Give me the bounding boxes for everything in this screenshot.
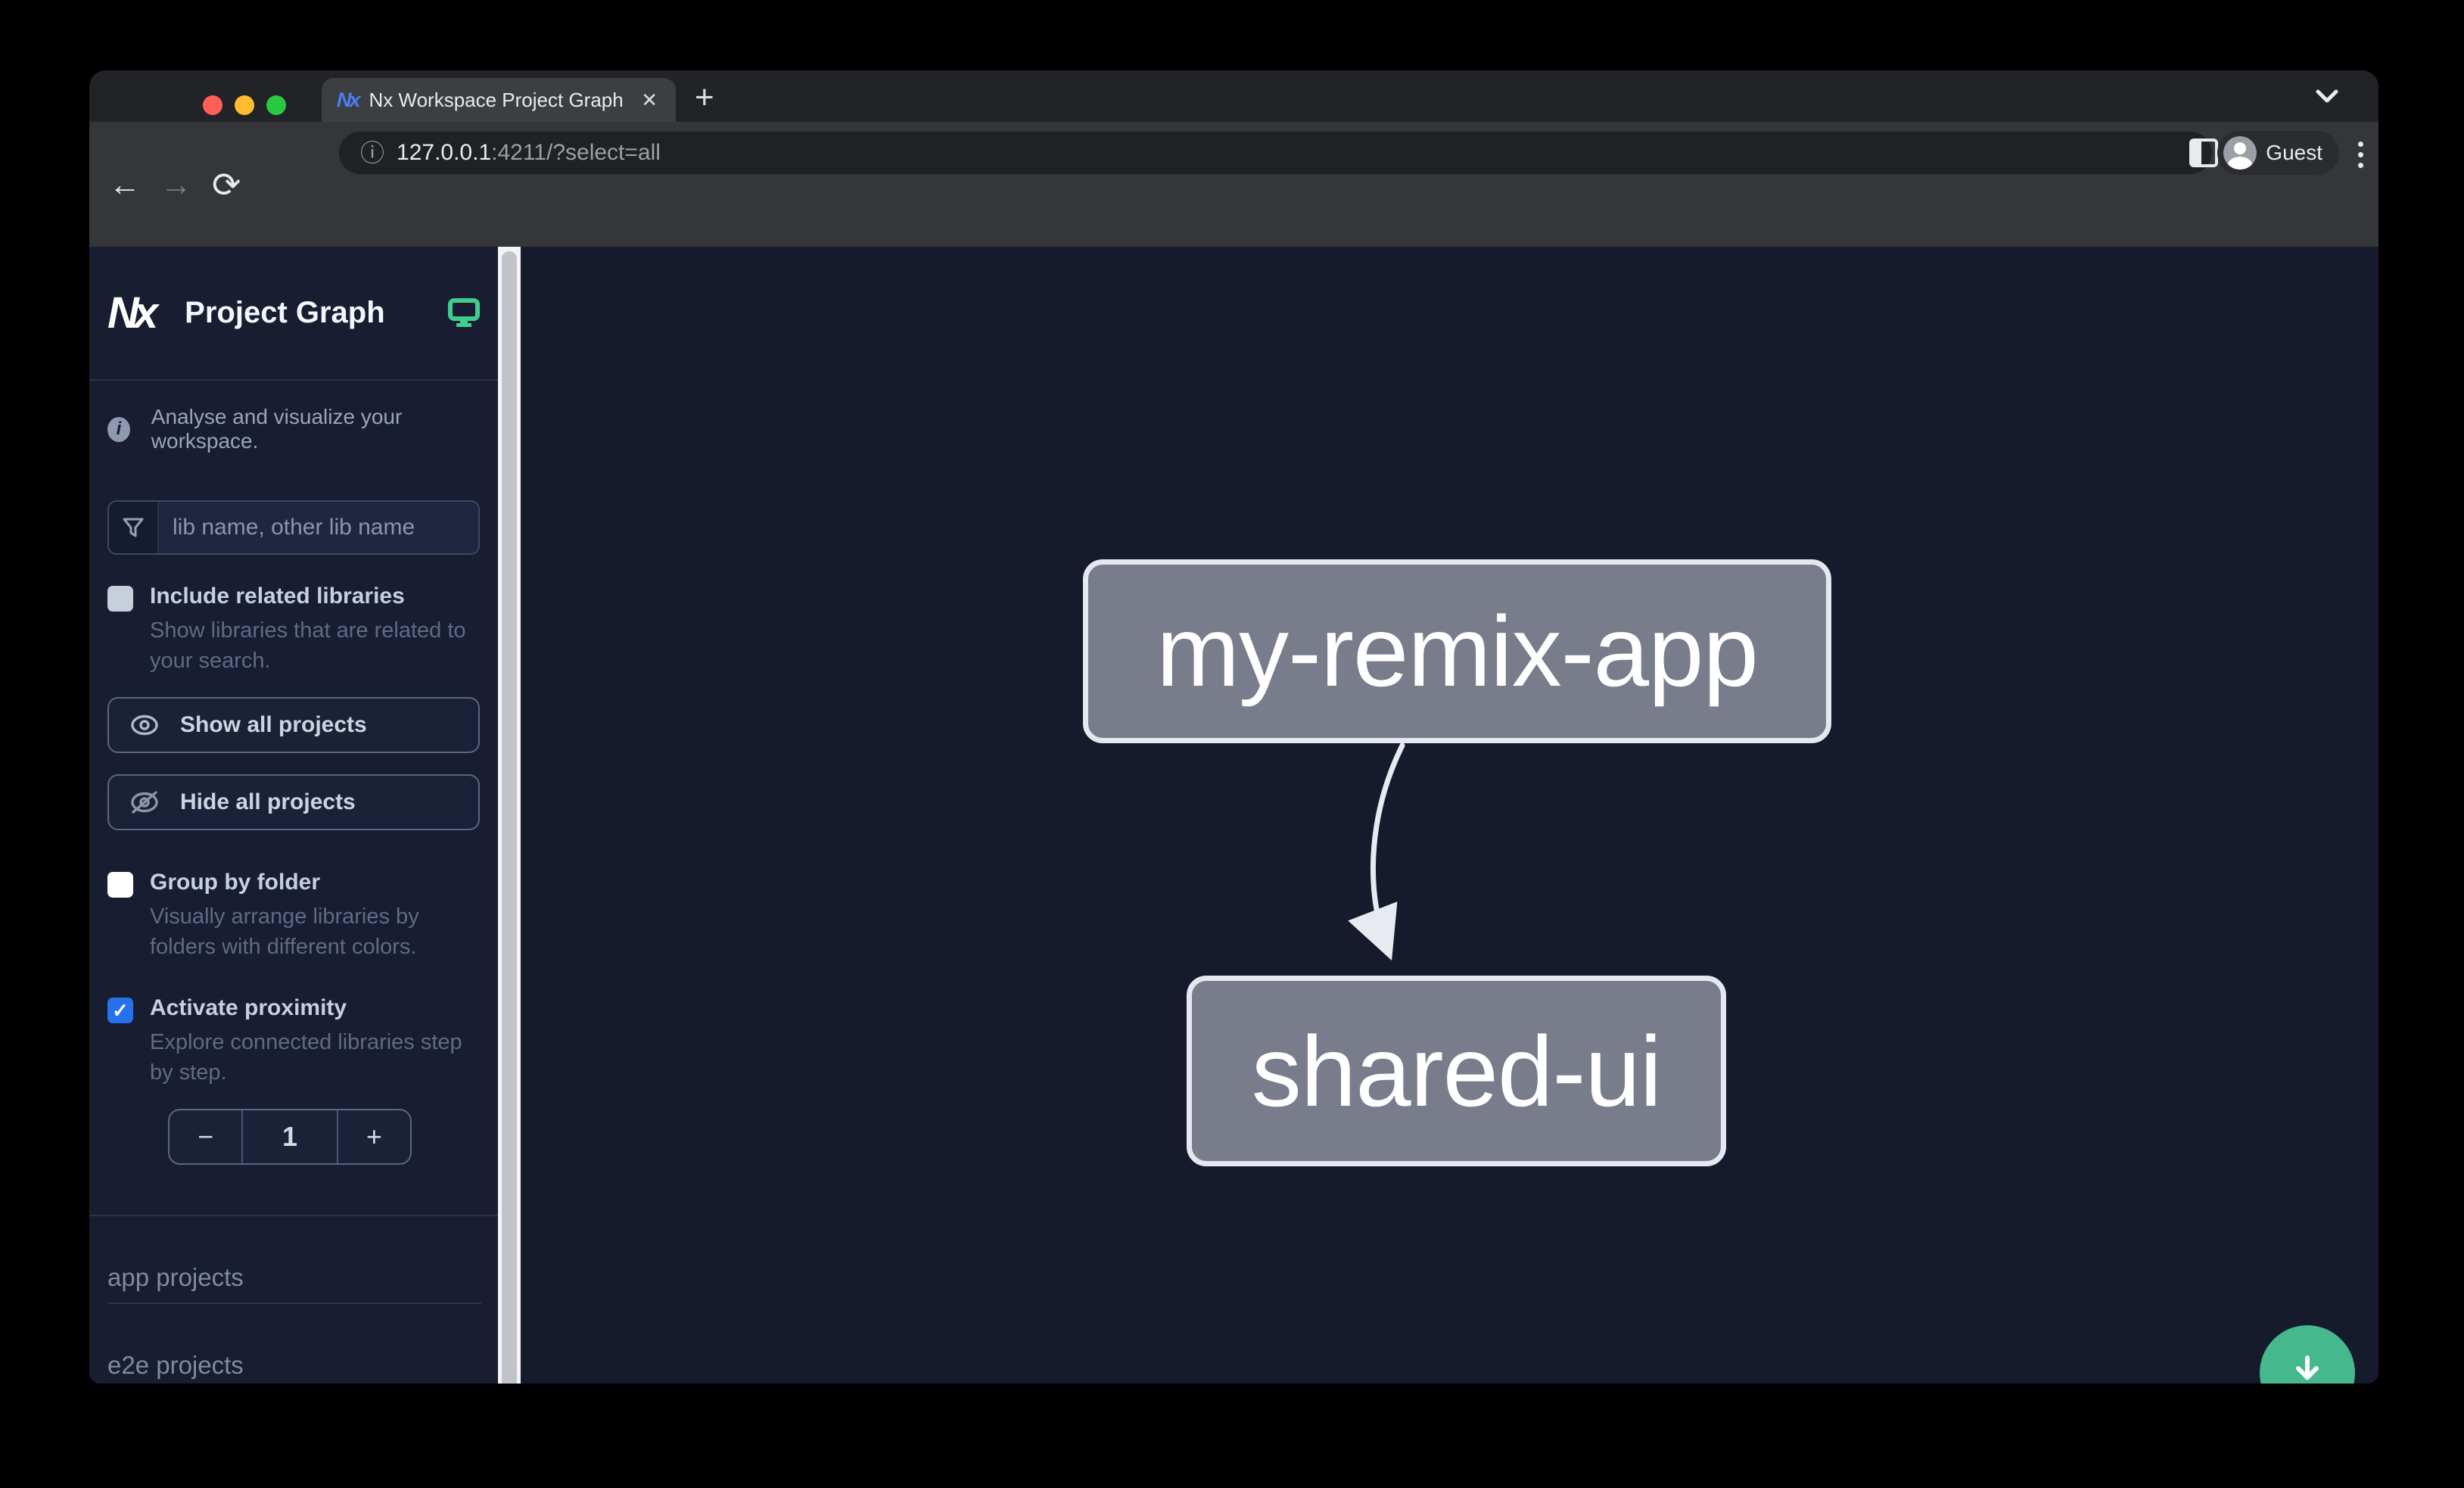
profile-button[interactable]: Guest <box>2217 131 2339 175</box>
section-e2e-projects-label: e2e projects <box>107 1351 244 1379</box>
close-window-button[interactable] <box>203 95 222 115</box>
graph-node-shared-ui[interactable]: shared-ui <box>1187 976 1726 1166</box>
browser-toolbar: ← → ⟳ ⓘ 127.0.0.1:4211/?select=all Guest <box>89 122 2378 247</box>
tagline-row: i Analyse and visualize your workspace. <box>89 381 498 453</box>
window-controls <box>203 95 286 115</box>
graph-node-my-remix-app[interactable]: my-remix-app <box>1083 559 1831 743</box>
download-icon <box>2296 1356 2319 1380</box>
url-host: 127.0.0.1 <box>397 140 492 165</box>
sidebar-divider <box>89 1215 498 1216</box>
stepper-increment-button[interactable]: + <box>366 1121 382 1152</box>
forward-icon[interactable]: → <box>160 166 192 202</box>
site-info-icon[interactable]: ⓘ <box>360 139 385 167</box>
show-all-projects-button[interactable]: Show all projects <box>107 697 480 753</box>
search-input[interactable] <box>159 502 478 553</box>
include-related-checkbox[interactable] <box>107 586 133 612</box>
include-related-row: Include related libraries Show libraries… <box>89 584 498 676</box>
close-tab-icon[interactable]: ✕ <box>641 88 658 111</box>
node-label: my-remix-app <box>1156 596 1759 707</box>
edge-my-remix-app-to-shared-ui <box>1348 742 1405 961</box>
group-by-folder-label: Group by folder <box>150 870 320 895</box>
eye-off-icon <box>131 791 158 814</box>
group-by-folder-description: Visually arrange libraries by folders wi… <box>150 904 419 959</box>
url-text[interactable]: 127.0.0.1:4211/?select=all <box>397 140 661 166</box>
activate-proximity-row: ✓ Activate proximity Explore connected l… <box>89 995 498 1088</box>
sidebar-header: Nx Project Graph <box>89 247 498 381</box>
graph-canvas[interactable]: my-remix-app shared-ui <box>521 247 2378 1384</box>
section-app-projects-label: app projects <box>107 1263 244 1291</box>
nx-logo: Nx <box>107 288 158 338</box>
search-box <box>107 500 480 555</box>
tab-strip: Nx Nx Workspace Project Graph ✕ + <box>89 70 2378 122</box>
stepper-value: 1 <box>241 1110 338 1163</box>
include-related-label: Include related libraries <box>150 584 405 609</box>
avatar-icon <box>2223 136 2257 170</box>
section-app-projects[interactable]: app projects <box>107 1216 481 1304</box>
nx-graph-page: Nx Project Graph i Analyse and visualize… <box>89 247 2378 1384</box>
filter-icon <box>109 502 159 553</box>
chevron-down-icon[interactable] <box>2312 87 2342 107</box>
browser-menu-icon[interactable] <box>2354 142 2368 168</box>
proximity-stepper: − 1 + <box>168 1109 412 1165</box>
sidebar-scrollbar[interactable] <box>498 247 521 1384</box>
eye-icon <box>131 714 158 736</box>
profile-name: Guest <box>2266 141 2322 164</box>
activate-proximity-label: Activate proximity <box>150 995 347 1020</box>
activate-proximity-description: Explore connected libraries step by step… <box>150 1030 462 1085</box>
info-icon: i <box>107 416 130 442</box>
tab-title: Nx Workspace Project Graph <box>369 88 624 111</box>
page-title: Project Graph <box>185 296 385 329</box>
node-label: shared-ui <box>1251 1015 1662 1127</box>
address-bar[interactable]: ⓘ 127.0.0.1:4211/?select=all <box>339 132 2212 174</box>
side-panel-icon[interactable] <box>2189 139 2218 167</box>
section-e2e-projects[interactable]: e2e projects <box>107 1304 480 1384</box>
tab-nx-workspace-project-graph[interactable]: Nx Nx Workspace Project Graph ✕ <box>322 78 676 122</box>
sidebar: Nx Project Graph i Analyse and visualize… <box>89 247 498 1384</box>
hide-all-projects-button[interactable]: Hide all projects <box>107 774 480 830</box>
show-all-projects-label: Show all projects <box>180 712 367 737</box>
tagline-text: Analyse and visualize your workspace. <box>151 405 403 453</box>
theme-monitor-icon[interactable] <box>448 297 480 328</box>
group-by-folder-row: Group by folder Visually arrange librari… <box>89 870 498 962</box>
stepper-decrement-button[interactable]: − <box>198 1121 214 1152</box>
back-icon[interactable]: ← <box>109 166 141 202</box>
new-tab-button[interactable]: + <box>695 79 714 116</box>
hide-all-projects-label: Hide all projects <box>180 789 356 814</box>
browser-window: Nx Nx Workspace Project Graph ✕ + ← → ⟳ … <box>89 70 2378 1384</box>
nx-favicon-icon: Nx <box>337 88 360 111</box>
minimize-window-button[interactable] <box>235 95 254 115</box>
sidebar-scrollbar-thumb[interactable] <box>502 251 517 1384</box>
activate-proximity-checkbox[interactable]: ✓ <box>107 998 133 1023</box>
group-by-folder-checkbox[interactable] <box>107 872 133 898</box>
fullscreen-window-button[interactable] <box>266 95 286 115</box>
url-path: :4211/?select=all <box>491 140 661 165</box>
download-graph-button[interactable] <box>2260 1325 2355 1384</box>
reload-icon[interactable]: ⟳ <box>212 164 241 204</box>
include-related-description: Show libraries that are related to your … <box>150 618 466 673</box>
